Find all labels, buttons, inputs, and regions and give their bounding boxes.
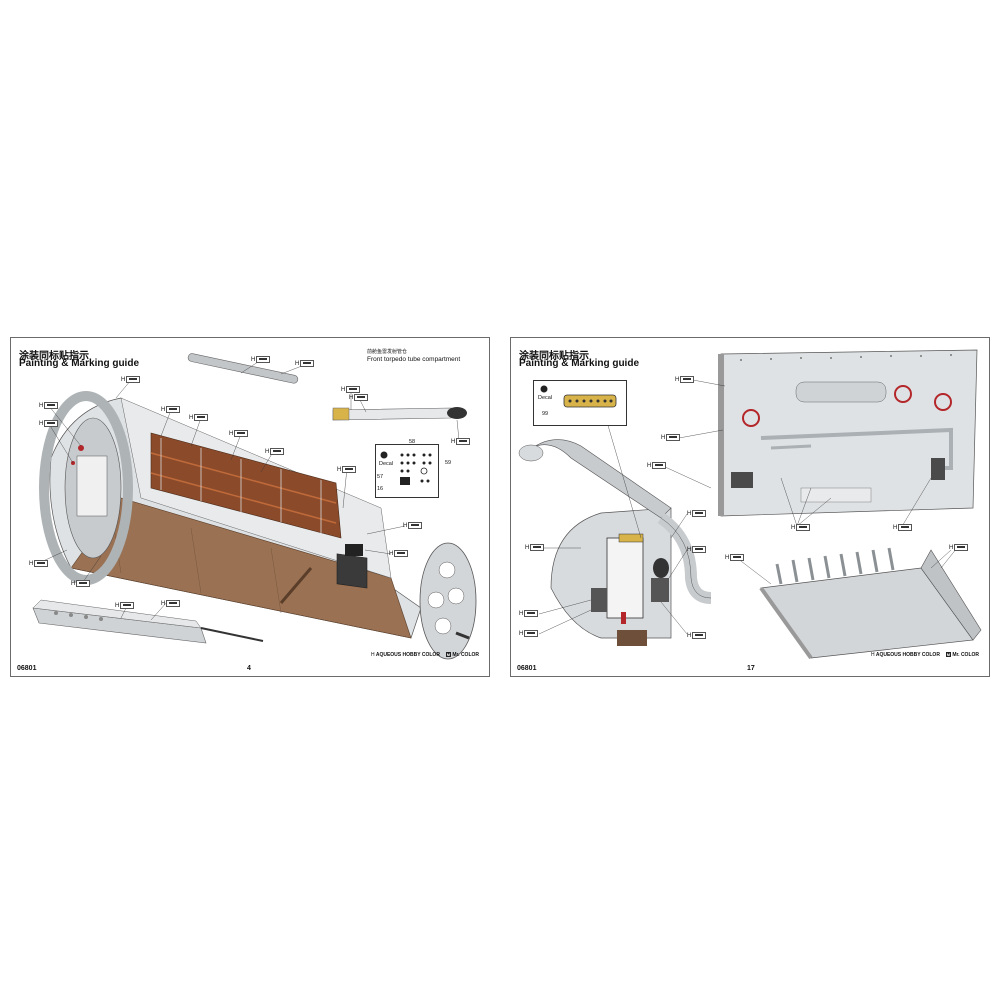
color-callout: H [337, 466, 357, 473]
color-callout: H [725, 554, 745, 561]
leader-lines [538, 379, 958, 635]
decal-panel: Decal 99 [533, 380, 627, 426]
torpedo-compartment-illustration [32, 353, 477, 660]
color-callout: H [251, 356, 271, 363]
instruction-page-right: 涂装同标贴指示 Painting & Marking guide [510, 337, 990, 677]
section-label: Front torpedo tube compartment [367, 356, 461, 363]
color-callout: H [71, 580, 91, 587]
color-callout: H [389, 550, 409, 557]
decal-number-59: 59 [445, 460, 452, 466]
aqueous-legend: H AQUEOUS HOBBY COLOR [371, 652, 440, 658]
decal-number-99: 99 [542, 411, 549, 417]
color-callout: H [265, 448, 285, 455]
decal-number-58: 58 [409, 439, 416, 445]
product-code: 06801 [517, 665, 537, 672]
decal-panel: Decal [375, 444, 439, 498]
aqueous-legend: H AQUEOUS HOBBY COLOR [871, 652, 940, 658]
page-title-chinese: 涂装同标贴指示 [519, 351, 589, 362]
page-title: Painting & Marking guide [19, 358, 140, 369]
mr-color-legend: M Mr. COLOR [445, 652, 479, 658]
page-number: 4 [247, 665, 251, 672]
color-callout: H [295, 360, 315, 367]
torpedo [332, 407, 467, 421]
color-callout: H [403, 522, 423, 529]
color-callout: H [341, 386, 361, 393]
decal-label: Decal [379, 461, 394, 467]
color-callout: H [661, 434, 681, 441]
color-callout: H [161, 406, 181, 413]
page-number: 17 [747, 665, 755, 672]
color-callout: H [29, 560, 49, 567]
page-title-chinese: 涂装同标贴指示 [19, 351, 89, 362]
decal-number-16: 16 [377, 486, 384, 492]
decal-label: Decal [538, 395, 553, 401]
color-callout: H [525, 544, 545, 551]
color-callout: H [893, 524, 913, 531]
mr-color-legend: M Mr. COLOR [945, 652, 979, 658]
product-code: 06801 [17, 665, 37, 672]
color-callout: H [675, 376, 695, 383]
hull-section [39, 391, 477, 660]
color-callout: H [519, 630, 539, 637]
decal-strip-illustration [540, 385, 617, 408]
color-callout: H [115, 602, 135, 609]
rail-part [32, 599, 264, 644]
instruction-page-left: 涂装同标贴指示 Painting & Marking guide 前舱鱼雷发射管… [10, 337, 490, 677]
color-callout: H [949, 544, 969, 551]
decal-number-57: 57 [377, 474, 384, 480]
color-callout: H [519, 610, 539, 617]
color-callout: H [121, 376, 141, 383]
arched-bulkhead [518, 439, 712, 646]
torpedo-shaft [187, 353, 299, 384]
color-callout: H [791, 524, 811, 531]
torpedo-rack-frame [759, 547, 982, 660]
color-callout: H [647, 462, 667, 469]
color-callout: H [189, 414, 209, 421]
color-callout: H [161, 600, 181, 607]
color-callout: H [39, 420, 59, 427]
color-callout: H [451, 438, 471, 445]
decal-sheet-illustration [380, 451, 432, 485]
color-callout: H [687, 546, 707, 553]
wall-panel [718, 349, 978, 517]
color-callout: H [687, 510, 707, 517]
paint-legend: H AQUEOUS HOBBY COLOR M Mr. COLOR [871, 652, 979, 658]
color-callout: H [229, 430, 249, 437]
page-title: Painting & Marking guide [519, 358, 640, 369]
color-callout: H [349, 394, 369, 401]
paint-legend: H AQUEOUS HOBBY COLOR M Mr. COLOR [371, 652, 479, 658]
bulkhead-illustration [518, 349, 982, 660]
color-callout: H [39, 402, 59, 409]
section-label-chinese: 前舱鱼雷发射管仓 [367, 349, 408, 355]
color-callout: H [687, 632, 707, 639]
